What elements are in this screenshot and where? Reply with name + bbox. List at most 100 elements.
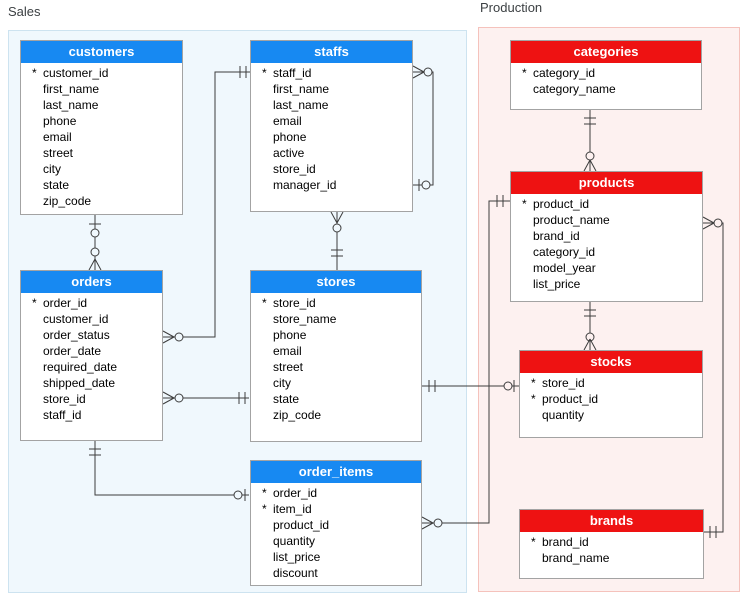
relationship-orders-order_items[interactable] [89, 441, 249, 501]
relationship-products-order_items[interactable] [421, 195, 510, 530]
cardinality-crowfoot-marker [162, 330, 175, 344]
field-row: store_name [251, 311, 421, 327]
field-name: required_date [43, 360, 118, 374]
field-row: state [251, 391, 421, 407]
sales-label: Sales [8, 4, 41, 19]
table-header[interactable]: customers [21, 41, 182, 63]
field-name: manager_id [273, 178, 337, 192]
field-name: phone [43, 114, 77, 128]
cardinality-zero-marker [174, 393, 184, 403]
relationship-line [163, 71, 250, 338]
cardinality-crowfoot-marker [702, 216, 715, 230]
field-row: *customer_id [21, 65, 182, 81]
field-name: active [273, 146, 305, 160]
table-header[interactable]: brands [520, 510, 703, 532]
field-row: *staff_id [251, 65, 412, 81]
field-name: order_date [43, 344, 102, 358]
field-row: city [251, 375, 421, 391]
field-row: product_id [251, 517, 421, 533]
relationship-line [413, 71, 434, 186]
field-row: first_name [251, 81, 412, 97]
relationship-staffs-orders[interactable] [162, 66, 250, 344]
table-header[interactable]: products [511, 172, 702, 194]
field-name: brand_id [533, 229, 580, 243]
cardinality-crowfoot-marker [162, 391, 175, 405]
field-name: product_name [533, 213, 610, 227]
field-row: phone [251, 129, 412, 145]
field-name: brand_name [542, 551, 610, 565]
field-name: discount [273, 566, 318, 580]
field-name: city [43, 162, 61, 176]
field-row: customer_id [21, 311, 162, 327]
field-name: staff_id [273, 66, 312, 80]
relationship-categories-products[interactable] [583, 110, 597, 172]
relationship-brands-products[interactable] [702, 216, 724, 538]
production-label: Production [480, 0, 543, 15]
table-header[interactable]: stores [251, 271, 421, 293]
primary-key-marker: * [32, 296, 37, 310]
field-row: list_price [511, 276, 702, 292]
field-row: category_id [511, 244, 702, 260]
field-name: order_status [43, 328, 110, 342]
field-row: first_name [21, 81, 182, 97]
field-name: phone [273, 328, 307, 342]
field-name: store_name [273, 312, 337, 326]
table-header[interactable]: stocks [520, 351, 702, 373]
field-row: state [21, 177, 182, 193]
field-name: first_name [43, 82, 100, 96]
table-header[interactable]: categories [511, 41, 701, 63]
field-row: list_price [251, 549, 421, 565]
field-name: product_id [533, 197, 590, 211]
production-region[interactable] [478, 27, 740, 592]
relationship-staffs-staffs[interactable] [412, 65, 434, 191]
cardinality-zero-marker [332, 223, 342, 233]
field-name: email [43, 130, 72, 144]
relationship-stores-stocks[interactable] [422, 380, 519, 392]
field-name: order_id [273, 486, 318, 500]
field-row: street [21, 145, 182, 161]
field-name: state [43, 178, 70, 192]
field-name: store_id [542, 376, 585, 390]
field-name: brand_id [542, 535, 589, 549]
cardinality-crowfoot-marker [88, 258, 102, 271]
field-name: customer_id [43, 312, 109, 326]
relationship-stores-orders[interactable] [162, 391, 249, 405]
field-name: category_id [533, 66, 596, 80]
field-name: list_price [273, 550, 321, 564]
field-row: store_id [21, 391, 162, 407]
relationship-products-stocks[interactable] [583, 302, 597, 351]
table-header[interactable]: orders [21, 271, 162, 293]
relationship-stores-staffs[interactable] [330, 211, 344, 270]
relationship-customers-orders[interactable] [88, 215, 102, 271]
table-header[interactable]: order_items [251, 461, 421, 483]
field-name: category_id [533, 245, 596, 259]
field-row: phone [251, 327, 421, 343]
field-row: order_status [21, 327, 162, 343]
cardinality-zero-marker [90, 228, 100, 238]
field-name: zip_code [43, 194, 92, 208]
field-row: email [251, 343, 421, 359]
field-row: zip_code [251, 407, 421, 423]
primary-key-marker: * [262, 502, 267, 516]
table-header[interactable]: staffs [251, 41, 412, 63]
field-name: state [273, 392, 300, 406]
field-name: zip_code [273, 408, 322, 422]
cardinality-zero-marker [90, 247, 100, 257]
field-row: model_year [511, 260, 702, 276]
cardinality-crowfoot-marker [412, 65, 425, 79]
